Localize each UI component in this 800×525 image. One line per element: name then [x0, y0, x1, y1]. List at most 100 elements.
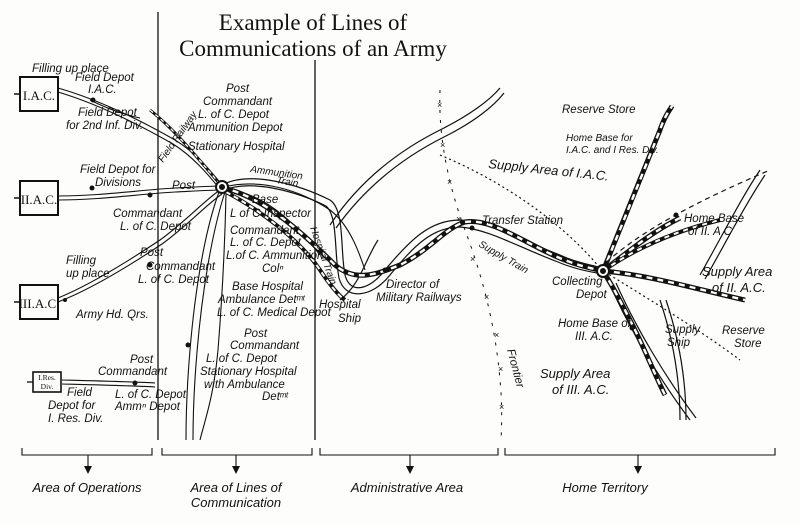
label-post-cmdt-top-4: Ammunition Depot: [187, 122, 283, 134]
area-label-home: Home Territory: [562, 480, 649, 495]
label-post-cmdt-iii-3: L. of C. Depot: [138, 274, 210, 286]
label-post-cmdt-ii-3: L. of C. Depot: [120, 221, 192, 233]
area-label-loc-1: Area of Lines of: [189, 480, 282, 495]
frontier-line: [439, 89, 503, 441]
label-field-depot-2nd-1: Field Depot: [78, 107, 138, 119]
svg-text:×: ×: [456, 214, 461, 224]
label-post-cmdt-bot-6: Detᵐᵗ: [262, 391, 289, 403]
unit-label-iac: I.A.C.: [23, 88, 55, 103]
label-base-5: L.of C. Ammunition: [226, 250, 323, 262]
labels-area-operations: Filling up place Field Depot I.A.C. Fiel…: [32, 63, 216, 425]
unit-box-iiac: II.A.C.: [14, 180, 59, 216]
label-post-cmdt-bot-2: Commandant: [230, 340, 300, 352]
label-post-cmdt-top-5: Stationary Hospital: [188, 141, 285, 153]
label-post-cmdt-ii-1: Post: [172, 180, 196, 192]
label-hospital-ship-2: Ship: [338, 313, 362, 325]
label-field-depot-res-3: I. Res. Div.: [48, 413, 103, 425]
label-filling-up-place-top: Filling up place: [32, 63, 109, 75]
label-post-cmdt-iii-2: Commandant: [146, 261, 216, 273]
unit-label-iiiac: III.A.C.: [19, 296, 60, 311]
area-brace-arrows: [84, 466, 642, 474]
label-transfer-station: Transfer Station: [482, 215, 563, 227]
label-base-8: Ambulance Detᵐᵗ: [217, 294, 305, 306]
label-reserve-store-bot-1: Reserve: [722, 325, 765, 337]
svg-text:×: ×: [437, 100, 442, 110]
label-collecting-1: Collecting: [552, 276, 603, 288]
label-supply-area-i: Supply Area of I.A.C.: [488, 156, 610, 184]
label-post-cmdt-bot-1: Post: [244, 328, 268, 340]
labels-area-loc: Post Commandant L. of C. Depot Ammunitio…: [187, 83, 339, 403]
frontier-crosses: ××× ××× ×××: [437, 100, 504, 412]
unit-label-res-div-2: Div.: [41, 382, 54, 391]
label-army-hq: Army Hd. Qrs.: [75, 309, 149, 321]
unit-box-iiiac: III.A.C.: [14, 284, 60, 320]
label-post-cmdt-top-2: Commandant: [203, 96, 273, 108]
label-post-cmdt-bot-5: with Ambulance: [204, 379, 285, 391]
label-hospital-ship-1: Hospital: [319, 299, 361, 311]
label-reserve-store-bot-2: Store: [734, 338, 762, 350]
label-field-depot-iac-2: I.A.C.: [88, 84, 117, 96]
label-ammunition-train-2: Train: [275, 175, 299, 190]
unit-box-iac: I.A.C.: [14, 76, 59, 112]
label-base-1: Base: [252, 194, 278, 206]
label-supply-area-iii-2: of III. A.C.: [552, 382, 609, 397]
svg-text:×: ×: [494, 330, 499, 340]
label-post-cmdt-bot-4: Stationary Hospital: [200, 366, 297, 378]
label-frontier: Frontier: [504, 348, 526, 391]
label-home-base-iii-1: Home Base of: [558, 318, 633, 330]
label-supply-train: Supply Train: [477, 239, 531, 276]
unit-box-res-div: I.Res. Div.: [27, 371, 62, 393]
label-supply-area-ii-1: Supply Area: [702, 264, 772, 279]
area-braces: [21, 448, 776, 470]
label-field-depot-res-1: Field: [67, 387, 93, 399]
label-filling-up-2: up place: [66, 268, 109, 280]
label-post-cmdt-res-1: Post: [130, 354, 154, 366]
label-home-base-i-2: I.A.C. and I Res. Div.: [566, 145, 659, 156]
label-post-cmdt-res-3: L. of C. Depot: [115, 389, 187, 401]
area-label-loc-2: Communication: [191, 495, 281, 510]
label-filling-up-1: Filling: [66, 255, 97, 267]
label-home-base-i-1: Home Base for: [566, 133, 633, 144]
label-post-cmdt-iii-1: Post: [140, 247, 164, 259]
label-field-railway: Field Railway: [156, 109, 200, 165]
label-director-1: Director of: [386, 279, 441, 291]
label-base-4: L. of C. Depot: [230, 237, 302, 249]
area-label-administrative: Administrative Area: [350, 480, 463, 495]
svg-text:×: ×: [498, 364, 503, 374]
label-field-depot-2nd-2: for 2nd Inf. Div.: [66, 120, 143, 132]
label-post-cmdt-ii-2: Commandant: [113, 208, 183, 220]
label-post-cmdt-top-1: Post: [226, 83, 250, 95]
label-field-depot-div-1: Field Depot for: [80, 164, 157, 176]
title-line-2: Communications of an Army: [179, 36, 447, 61]
label-supply-ship-2: Ship: [667, 337, 691, 349]
label-field-depot-res-2: Depot for: [48, 400, 96, 412]
label-field-depot-iac-1: Field Depot: [75, 72, 135, 84]
label-supply-ship-1: Supply: [665, 324, 701, 336]
svg-text:×: ×: [447, 177, 452, 187]
label-base-6: Colⁿ: [262, 263, 284, 275]
label-post-cmdt-top-3: L. of C. Depot: [198, 109, 270, 121]
svg-text:×: ×: [470, 254, 475, 264]
svg-text:×: ×: [499, 402, 504, 412]
label-collecting-2: Depot: [576, 289, 607, 301]
label-base-3: Commandant: [230, 225, 300, 237]
label-home-base-ii-2: of II. A C: [688, 226, 733, 238]
title-line-1: Example of Lines of: [219, 10, 408, 35]
nodes: [30, 76, 679, 386]
label-base-2: L of C Inspector: [230, 208, 312, 220]
label-post-cmdt-bot-3: L. of C. Depot: [206, 353, 278, 365]
label-reserve-store-top: Reserve Store: [562, 104, 636, 116]
label-home-base-iii-2: III. A.C.: [575, 331, 613, 343]
label-post-cmdt-res-2: Commandant: [98, 366, 168, 378]
main-railway: [149, 104, 746, 397]
label-post-cmdt-res-4: Ammⁿ Depot: [114, 401, 181, 413]
unit-label-res-div-1: I.Res.: [38, 373, 56, 382]
label-base-7: Base Hospital: [232, 281, 303, 293]
label-field-depot-div-2: Divisions: [95, 177, 141, 189]
label-base-9: L. of C. Medical Depot: [217, 307, 332, 319]
svg-text:×: ×: [484, 292, 489, 302]
label-supply-area-ii-2: of II. A.C.: [712, 280, 766, 295]
label-home-base-ii-1: Home Base: [684, 213, 744, 225]
